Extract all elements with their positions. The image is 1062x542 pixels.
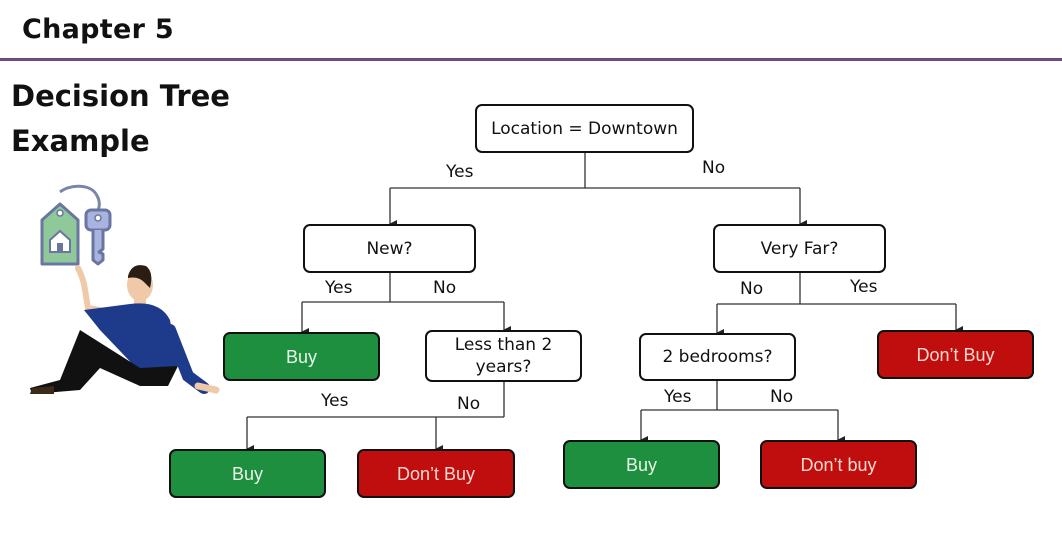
- edge-label-new-yes: Yes: [325, 278, 353, 298]
- edge-label-less-no: No: [457, 394, 481, 414]
- dont-buy-label: Don’t buy: [800, 454, 877, 475]
- buy-label: Buy: [285, 346, 318, 367]
- edge-label-root-yes: Yes: [446, 162, 474, 182]
- person-with-key-illustration: [30, 184, 220, 394]
- dont-buy-leaf-bed-no: Don’t buy: [760, 440, 917, 489]
- buy-leaf-less-yes: Buy: [169, 449, 326, 498]
- edge-label-far-yes: Yes: [850, 277, 878, 297]
- chapter-heading: Chapter 5: [22, 14, 175, 45]
- dont-buy-leaf-far-yes: Don’t Buy: [877, 330, 1034, 379]
- very-far-node: Very Far?: [713, 224, 886, 273]
- two-bedrooms-label: 2 bedrooms?: [662, 347, 773, 367]
- very-far-node-label: Very Far?: [760, 238, 839, 259]
- seated-person: [30, 265, 220, 394]
- edge-label-less-yes: Yes: [321, 391, 349, 411]
- buy-label: Buy: [231, 463, 264, 484]
- new-node: New?: [303, 224, 476, 273]
- edge-label-root-no: No: [702, 158, 726, 178]
- less-than-2-years-label: Less than 2 years?: [454, 335, 553, 377]
- title-line-2: Example: [11, 124, 150, 158]
- edge-label-bed-no: No: [770, 387, 794, 407]
- buy-label: Buy: [625, 454, 658, 475]
- house-tag-icon: [40, 184, 98, 266]
- edge-label-new-no: No: [433, 278, 457, 298]
- header-divider: [0, 58, 1062, 61]
- edge-label-bed-yes: Yes: [664, 387, 692, 407]
- two-bedrooms-node: 2 bedrooms?: [639, 333, 796, 381]
- new-node-label: New?: [366, 238, 413, 259]
- dont-buy-leaf-less-no: Don’t Buy: [357, 449, 515, 498]
- key-icon: [84, 193, 112, 266]
- buy-leaf-new-yes: Buy: [223, 332, 380, 381]
- dont-buy-label: Don’t Buy: [396, 463, 476, 484]
- buy-leaf-bed-yes: Buy: [563, 440, 720, 489]
- slide-title: Decision Tree Example: [11, 74, 271, 164]
- root-node: Location = Downtown: [475, 104, 694, 153]
- less-than-2-years-node: Less than 2 years?: [425, 330, 582, 382]
- title-line-1: Decision Tree: [11, 79, 230, 113]
- dont-buy-label: Don’t Buy: [916, 344, 995, 365]
- root-node-label: Location = Downtown: [491, 118, 678, 139]
- edge-label-far-no: No: [740, 279, 764, 299]
